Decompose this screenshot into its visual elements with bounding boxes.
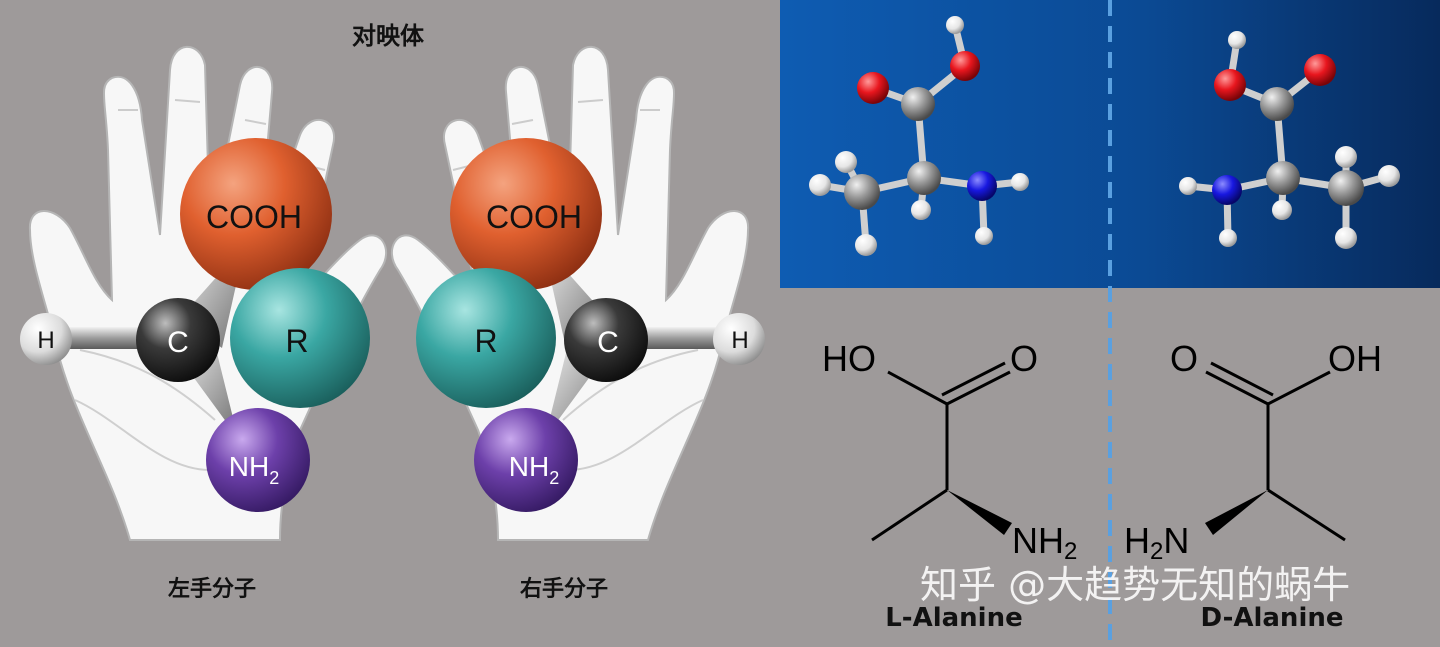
d-alanine-h2n: H2N [1124,520,1189,565]
atom-h-right: H [731,327,748,354]
atom-nh-right: NH [509,451,549,482]
ball-carbon-right [564,298,648,382]
d-alanine-oh: OH [1328,338,1382,379]
d-alanine-h-sub: 2 [1150,538,1163,565]
ball-nh2-left [206,408,310,512]
atom-nh-sub-right: 2 [549,468,559,488]
d-alanine-name: D-Alanine [1201,603,1344,633]
ball-cooh-right [450,138,602,290]
l-alanine-3d-atoms [809,16,1029,256]
l-alanine-o: O [1010,338,1038,379]
d-alanine-h: H [1124,520,1150,561]
d-alanine-n: N [1163,520,1189,561]
ball-carbon-left [136,298,220,382]
d-alanine-wedge [1205,490,1268,535]
ball-nh2-right [474,408,578,512]
atom-nh2-left: NH2 [229,451,279,488]
ball-cooh-left [180,138,332,290]
left-molecule-model: COOH C R H NH2 [20,138,370,512]
l-alanine-oh: HO [822,338,876,379]
ball-r-right [416,268,556,408]
atom-nh-sub-left: 2 [269,468,279,488]
atom-cooh-right: COOH [486,199,582,235]
l-alanine-nh-sub: 2 [1064,538,1077,565]
d-alanine-o: O [1170,338,1198,379]
ball-hydrogen-left [20,313,72,365]
atom-nh-left: NH [229,451,269,482]
page-title: 对映体 [352,22,425,50]
atom-c-right: C [597,326,619,359]
caption-left-hand: 左手分子 [168,576,256,602]
atom-r-right: R [474,323,497,359]
caption-right-hand: 右手分子 [520,577,608,602]
atom-c-left: C [167,326,189,359]
l-alanine-nh2: NH2 [1012,520,1077,565]
atom-cooh-left: COOH [206,199,302,235]
l-alanine-wedge [947,490,1012,535]
d-alanine-skeletal [1205,361,1346,542]
l-alanine-name: L-Alanine [885,603,1023,633]
atom-r-left: R [285,323,308,359]
atom-h-left: H [37,327,54,354]
l-alanine-skeletal [871,361,1011,542]
l-alanine-nh: NH [1012,520,1064,561]
atom-nh2-right: NH2 [509,451,559,488]
ball-hydrogen-right [713,313,765,365]
ball-r-left [230,268,370,408]
right-molecule-model: COOH C R H NH2 [416,138,765,512]
watermark-text: 知乎 @大趋势无知的蜗牛 [920,563,1350,607]
d-alanine-3d-atoms [1179,31,1400,249]
